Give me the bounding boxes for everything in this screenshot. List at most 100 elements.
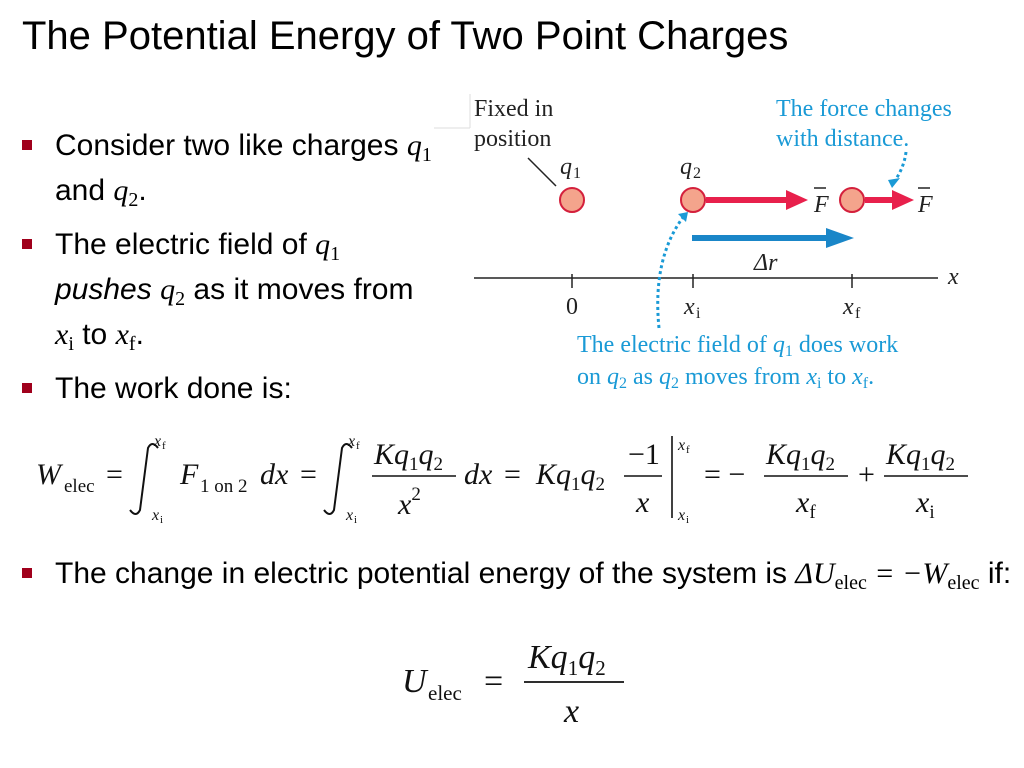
bullet-2-text: The electric field of	[55, 228, 316, 261]
frac3-numerator: Kq1q2	[765, 438, 835, 475]
eq-plus: +	[858, 458, 875, 491]
work-note-arrowhead	[678, 212, 688, 222]
bullet-item-3: The work done is:	[22, 371, 432, 407]
int2-upper: x	[347, 433, 355, 450]
tick-xi-label: x	[683, 294, 695, 320]
symbol-q: q	[113, 174, 129, 207]
int2-lower: x	[345, 507, 353, 524]
fixed-label-leader	[527, 157, 557, 187]
eval-lower-sub: i	[686, 514, 689, 526]
bullet-1-end: .	[138, 174, 147, 207]
int1-lower-sub: i	[160, 514, 163, 526]
integral-sign-1	[129, 443, 159, 515]
bullet-1-and: and	[55, 174, 114, 207]
subscript-elec: elec	[834, 572, 867, 594]
bullet-4-text: The change in electric potential energy …	[55, 557, 796, 590]
force-note-leader	[892, 151, 908, 183]
eval-upper: x	[677, 437, 685, 454]
potential-denominator: x	[563, 693, 579, 730]
tick-xi-sub: i	[696, 305, 701, 322]
frac1-numerator: Kq1q2	[373, 438, 443, 475]
bullet-2-text-b: as it moves from	[185, 273, 414, 306]
tick-xf-label: x	[842, 294, 854, 320]
charge-q2	[680, 187, 706, 213]
force-note-arrowhead	[888, 178, 900, 188]
eq-F-sub: 1 on 2	[200, 476, 248, 497]
tick-xf-sub: f	[855, 305, 861, 322]
q2-label: q	[680, 154, 692, 180]
fixed-label-line1: Fixed in	[474, 96, 553, 122]
bullet-item-4: The change in electric potential energy …	[22, 556, 1015, 601]
eq-equals-2: =	[300, 458, 317, 491]
symbol-q: q	[315, 228, 331, 261]
displacement-arrowhead	[826, 228, 854, 248]
work-note-line1: The electric field of q1 does work	[577, 332, 898, 360]
subscript: i	[68, 333, 74, 355]
work-equation: W elec = x f x i F 1 on 2 dx = x f x i K…	[36, 433, 968, 526]
displacement-label: Δr	[753, 250, 778, 276]
eq-W: W	[36, 458, 64, 491]
subscript-elec: elec	[947, 572, 980, 594]
frac2-numerator: −1	[628, 438, 660, 471]
q2-label-sub: 2	[693, 165, 701, 182]
bullet-4-end: if:	[979, 557, 1012, 590]
int1-lower: x	[151, 507, 159, 524]
frac2-denominator: x	[635, 486, 650, 519]
work-note-line2: on q2 as q2 moves from xi to xf.	[577, 364, 874, 392]
x-axis-label: x	[947, 264, 959, 290]
subscript: 1	[421, 144, 432, 166]
q1-label: q	[560, 154, 572, 180]
integral-sign-2	[323, 443, 353, 515]
int2-lower-sub: i	[354, 514, 357, 526]
frac3-denominator: xf	[795, 486, 816, 523]
symbol-x: x	[55, 318, 69, 351]
potential-numerator: Kq1q2	[527, 639, 606, 680]
charge-diagram: Fixed in position The force changes with…	[434, 94, 959, 392]
eq-Kq1q2: Kq1q2	[535, 458, 605, 495]
eq-U: U	[402, 663, 429, 700]
symbol-x: x	[115, 318, 129, 351]
int2-upper-sub: f	[356, 440, 360, 452]
bullet-1-text: Consider two like charges	[55, 129, 407, 162]
eq-equals-3: =	[504, 458, 521, 491]
eq-U-sub: elec	[428, 681, 462, 705]
frac1-denominator: x2	[397, 484, 421, 521]
int1-upper-sub: f	[162, 440, 166, 452]
eq-dx-2: dx	[464, 458, 493, 491]
eval-lower: x	[677, 507, 685, 524]
eq-equals-1: =	[106, 458, 123, 491]
charge-q2-later	[839, 187, 865, 213]
delta-U: ΔU	[795, 557, 835, 590]
bullet-item-1: Consider two like charges q1 and q2.	[22, 128, 432, 218]
eq-W-sub: elec	[64, 476, 95, 497]
bullet-2-end: .	[135, 318, 144, 351]
potential-equation: U elec = Kq1q2 x	[402, 639, 624, 730]
bullet-3-text: The work done is:	[55, 372, 292, 405]
force-arrowhead-1	[786, 190, 808, 210]
force-label-1: F	[813, 192, 829, 218]
bullet-2-pushes: pushes	[55, 273, 152, 306]
int1-upper: x	[153, 433, 161, 450]
frac4-numerator: Kq1q2	[885, 438, 955, 475]
bullet-square-icon	[22, 239, 32, 249]
subscript: 2	[175, 288, 186, 310]
eq-F: F	[179, 458, 199, 491]
subscript: 1	[330, 243, 341, 265]
force-label-2: F	[917, 192, 933, 218]
bullet-2-to: to	[73, 318, 116, 351]
q1-label-sub: 1	[573, 165, 581, 182]
force-note-line1: The force changes	[776, 96, 952, 122]
bullet-square-icon	[22, 568, 32, 578]
slide-title: The Potential Energy of Two Point Charge…	[22, 14, 789, 58]
eq-equals: =	[484, 663, 503, 700]
work-note-leader	[656, 215, 686, 329]
symbol-q: q	[406, 129, 422, 162]
subscript: 2	[128, 189, 139, 211]
subscript: f	[128, 333, 136, 355]
bullet-square-icon	[22, 140, 32, 150]
tick-0-label: 0	[566, 294, 578, 320]
minus-W: = −W	[866, 557, 948, 590]
force-arrowhead-2	[892, 190, 914, 210]
frac4-denominator: xi	[915, 486, 935, 523]
